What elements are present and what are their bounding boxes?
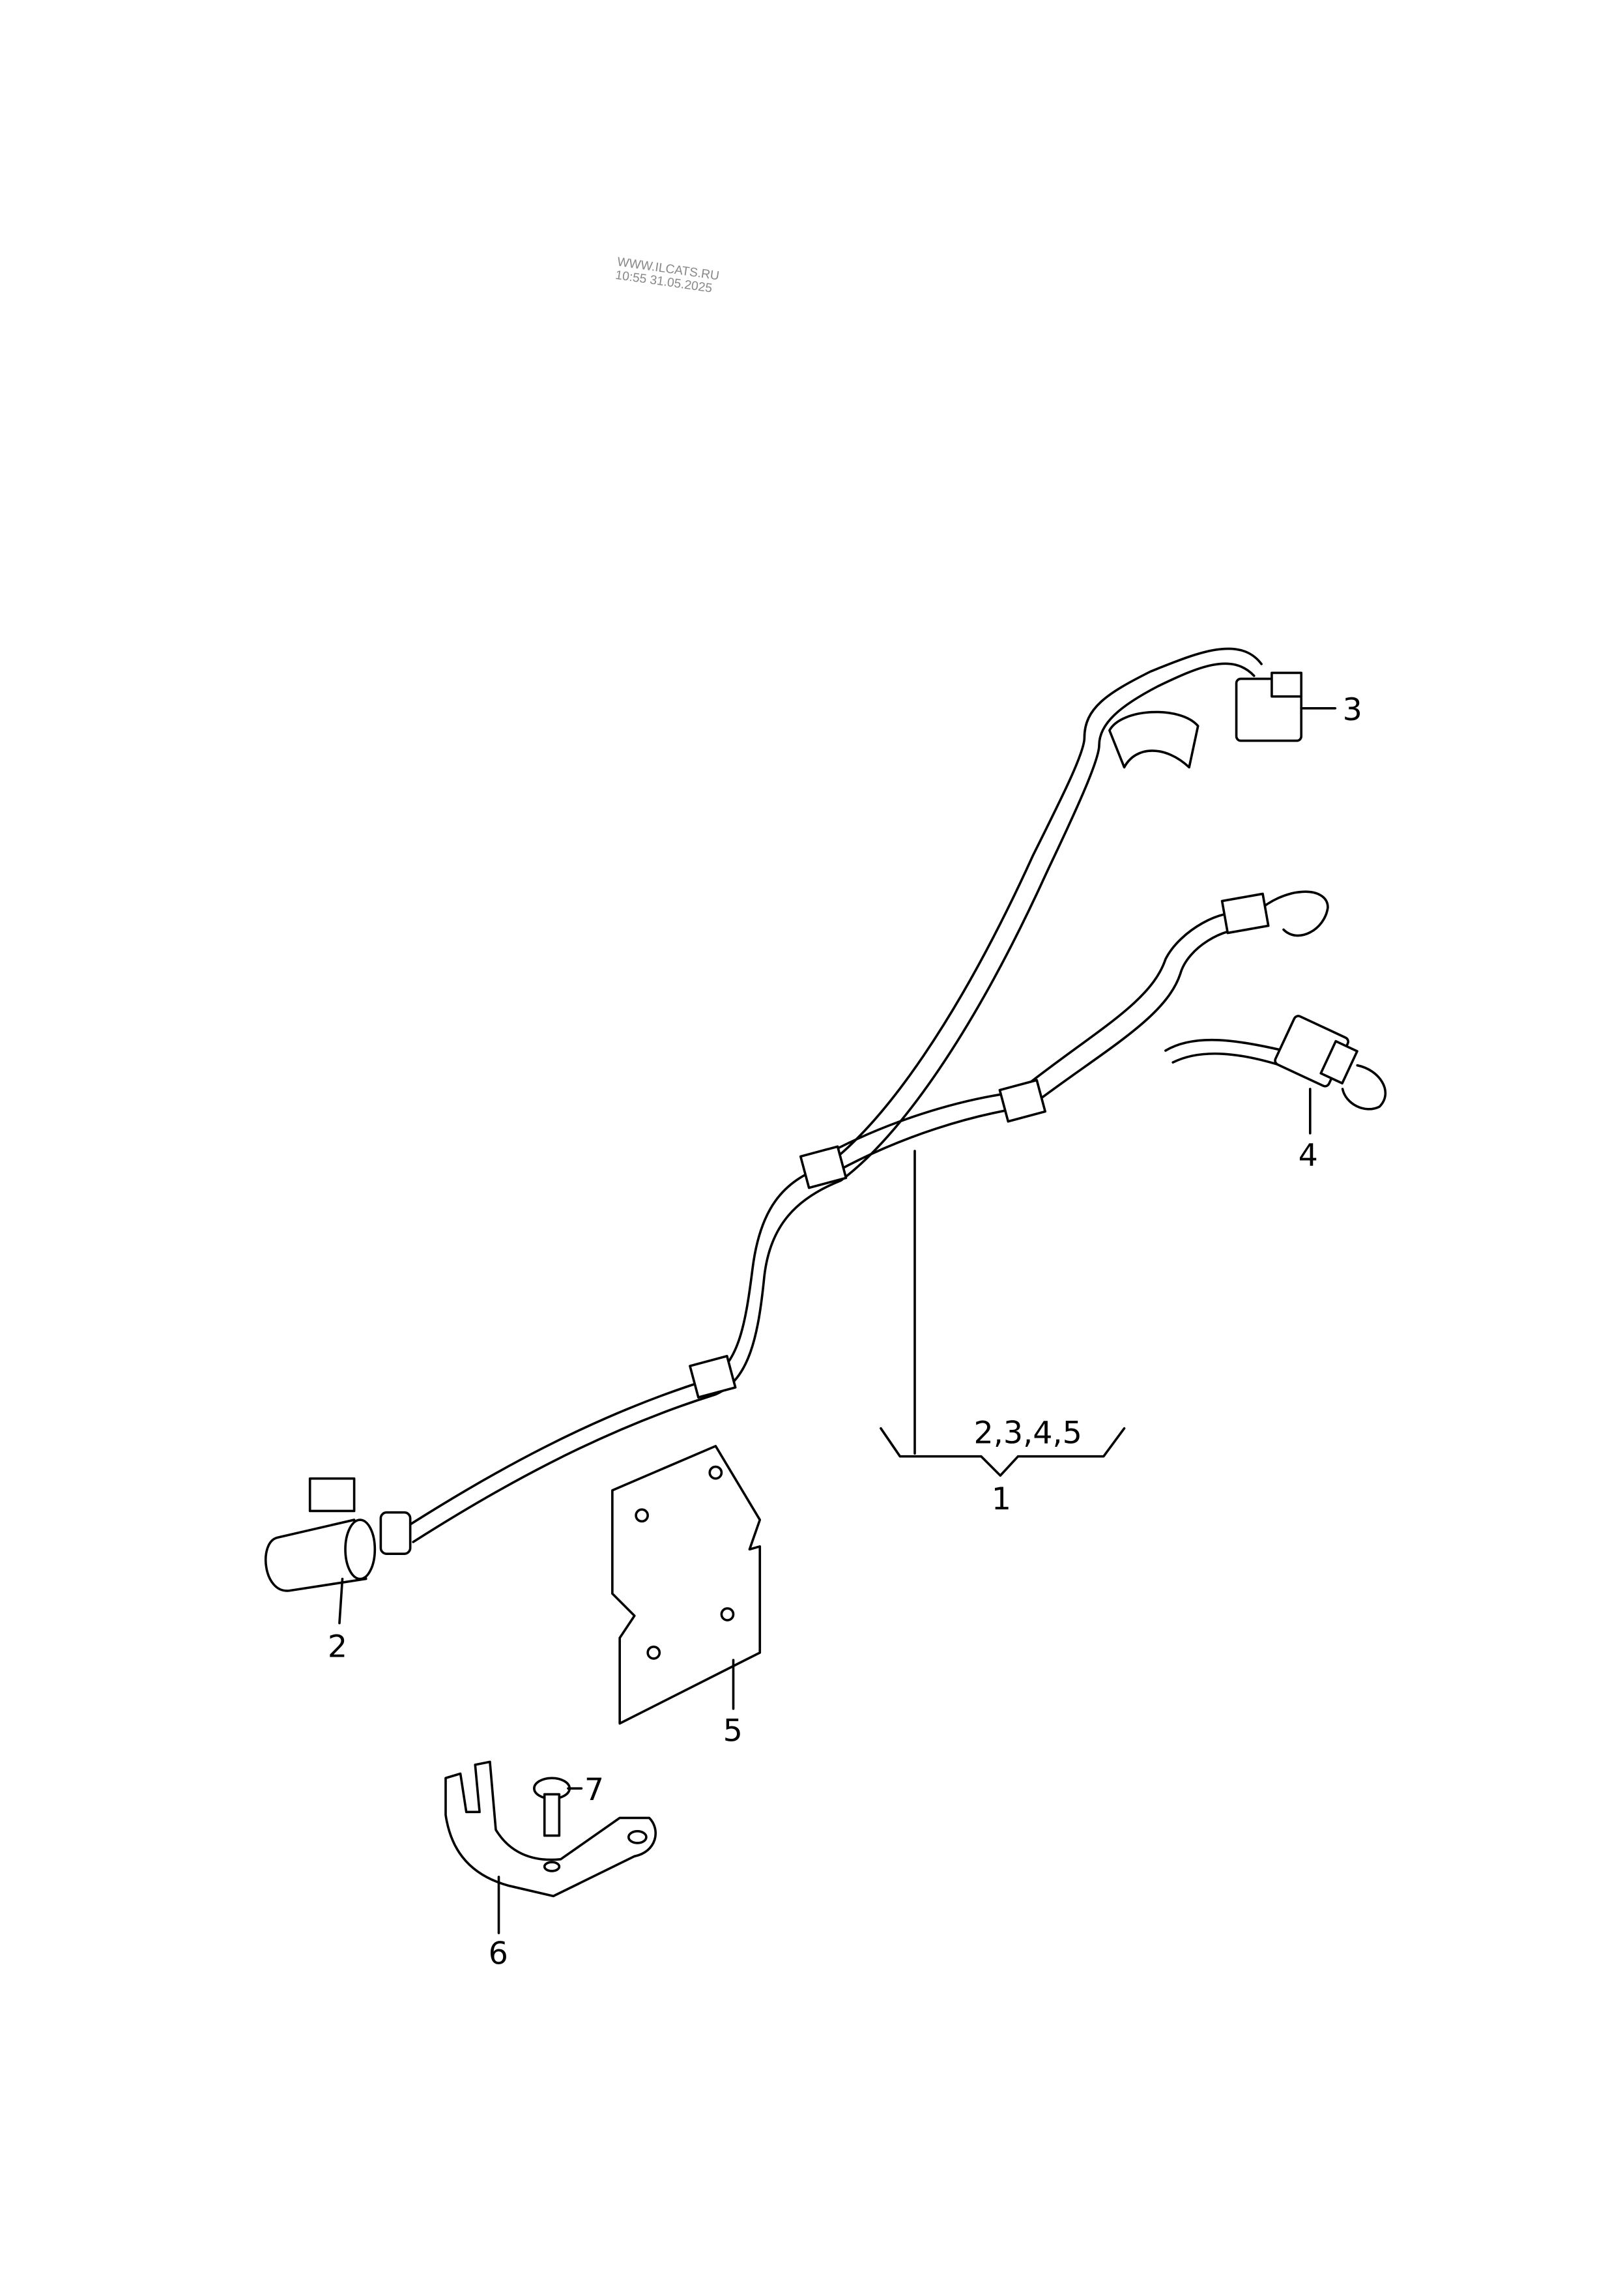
callout-7[interactable]: 7 bbox=[584, 1772, 604, 1808]
callout-1[interactable]: 1 bbox=[992, 1481, 1011, 1517]
callout-6[interactable]: 6 bbox=[489, 1936, 508, 1972]
sensor-2 bbox=[265, 1477, 412, 1592]
watermark: WWW.ILCATS.RU 10:55 31.05.2025 bbox=[614, 255, 720, 296]
connector-3 bbox=[1235, 671, 1303, 742]
leader-lines bbox=[338, 706, 1337, 1934]
connector-clip bbox=[1220, 892, 1270, 935]
harness-clip bbox=[998, 1079, 1046, 1123]
heat-shield-5 bbox=[611, 1445, 762, 1725]
shield-hole bbox=[720, 1607, 735, 1621]
callout-4[interactable]: 4 bbox=[1299, 1138, 1318, 1174]
shield-hole bbox=[646, 1645, 661, 1660]
wiring-harness bbox=[265, 647, 1387, 1592]
callout-3[interactable]: 3 bbox=[1343, 692, 1362, 728]
harness-clip bbox=[799, 1145, 848, 1189]
bracket-hole bbox=[543, 1861, 561, 1872]
shield-hole bbox=[635, 1508, 649, 1523]
callouts: 3 4 2,3,4,5 1 2 5 7 6 bbox=[328, 692, 1362, 1972]
grommet bbox=[1108, 710, 1199, 769]
callout-1-group: 2,3,4,5 bbox=[974, 1415, 1082, 1451]
callout-2[interactable]: 2 bbox=[328, 1629, 347, 1665]
screw-7 bbox=[533, 1777, 571, 1837]
bracket-6 bbox=[444, 1760, 657, 1898]
harness-clip bbox=[689, 1354, 737, 1399]
shield-hole bbox=[708, 1465, 723, 1480]
callout-5[interactable]: 5 bbox=[723, 1713, 743, 1749]
connector-4 bbox=[1274, 1015, 1358, 1088]
bracket-hole bbox=[627, 1829, 648, 1844]
